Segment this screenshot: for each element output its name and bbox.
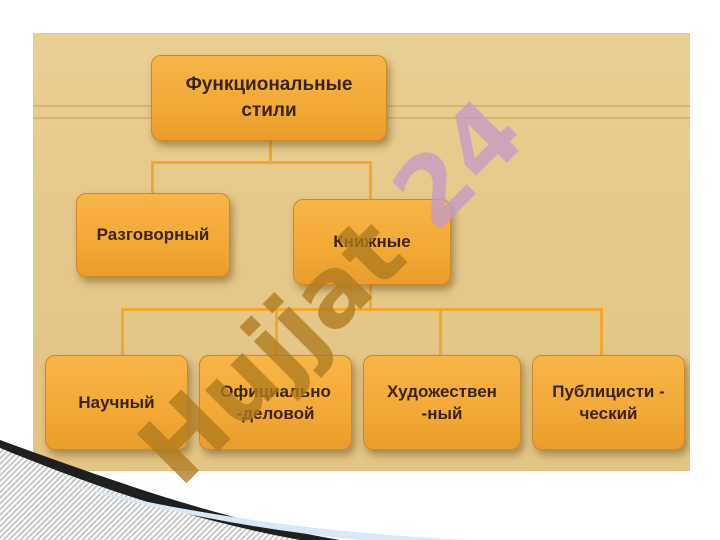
connector-line [151,161,154,195]
node-label: Научный [78,392,155,412]
node-label: Разговорный [96,225,210,244]
diagram-panel: Функциональные стили Разговорный Книжные… [33,33,690,471]
node-razgovorny: Разговорный [76,193,230,277]
connector-line [600,308,603,356]
connector-line [269,141,272,163]
connector-line [369,285,372,309]
node-label: Книжные [333,232,411,251]
connector-line [121,308,124,356]
node-knizhnye: Книжные [293,199,451,285]
node-label: Официально -деловой [220,381,331,423]
connector-line [121,308,603,311]
connector-line [369,161,372,203]
node-label: Публицисти - ческий [552,381,665,423]
node-label: Художествен -ный [387,381,497,423]
node-nauchny: Научный [45,355,188,450]
connector-line [151,161,372,164]
node-hudozhestvenny: Художествен -ный [363,355,521,450]
node-oficialno-delovoy: Официально -деловой [199,355,352,450]
node-root-label: Функциональные стили [185,74,353,121]
node-root: Функциональные стили [151,55,387,141]
connector-line [439,308,442,356]
node-publicistichesky: Публицисти - ческий [532,355,685,450]
connector-line [275,308,278,356]
